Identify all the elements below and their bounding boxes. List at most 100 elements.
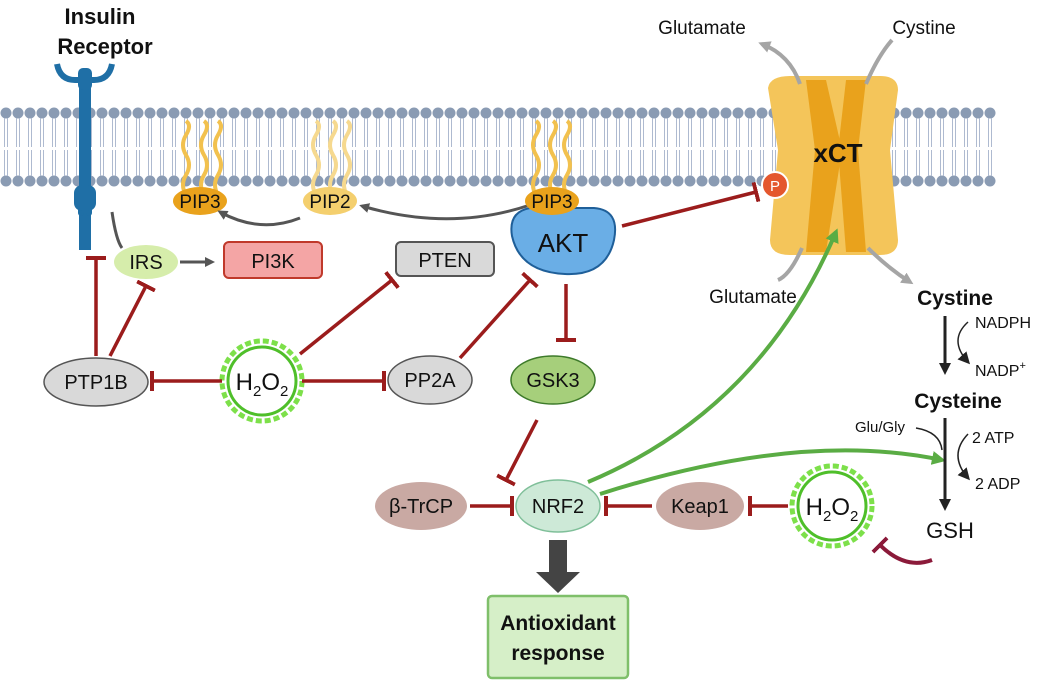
nrf2-activates-xct (587, 228, 839, 484)
lipid-head (396, 175, 408, 187)
glu-gly-label: Glu/Gly (855, 419, 906, 436)
lipid-head (192, 107, 204, 119)
lipid-head (264, 107, 276, 119)
lipid-head (168, 107, 180, 119)
lipid-head (420, 175, 432, 187)
lipid-head (132, 175, 144, 187)
lipid-head (216, 107, 228, 119)
lipid-head (588, 175, 600, 187)
lipid-head (492, 175, 504, 187)
lipid-head (504, 107, 516, 119)
lipid-head (936, 107, 948, 119)
keap1-label: Keap1 (671, 496, 729, 518)
lipid-head (696, 107, 708, 119)
lipid-head (480, 107, 492, 119)
lipid-head (984, 107, 996, 119)
cysteine-label: Cysteine (914, 390, 1002, 413)
xct-transport-arrows (758, 38, 914, 285)
inhibition-edges (86, 181, 788, 516)
lipid-head (144, 107, 156, 119)
h2o2-right-sub1: 2 (823, 508, 831, 525)
lipid-head (120, 175, 132, 187)
lipid-head (216, 175, 228, 187)
nadp-text: NADP (975, 363, 1019, 380)
lipid-head (180, 107, 192, 119)
btrcp-node: β-TrCP (375, 482, 467, 530)
gsk3-inhibits-nrf2 (496, 419, 539, 487)
lipid-head (756, 107, 768, 119)
pi3k-label: PI3K (251, 251, 295, 273)
cystine-out-label: Cystine (892, 18, 955, 39)
akt-node: AKT (510, 207, 616, 276)
pp2a-inhibits-akt (458, 271, 539, 360)
lipid-head (516, 107, 528, 119)
h2o2-left-sub2: 2 (280, 383, 288, 400)
pip-lipid-tails (181, 119, 572, 197)
gsk3-node: GSK3 (510, 355, 596, 405)
pip-conversion-arrows (110, 203, 531, 267)
lipid-head (12, 107, 24, 119)
lipid-head (744, 107, 756, 119)
ptp1b-inhibits-irs (108, 279, 156, 357)
btrcp-label: β-TrCP (389, 496, 453, 518)
lipid-head (564, 107, 576, 119)
insulin-receptor (54, 63, 115, 250)
lipid-head (432, 175, 444, 187)
lipid-head (324, 107, 336, 119)
lipid-head (672, 107, 684, 119)
antioxidant-response-box: Antioxidant response (486, 594, 630, 680)
nadp-label: NADP+ (975, 360, 1026, 380)
h2o2-left-node: H2O2 (219, 338, 305, 424)
lipid-head (456, 175, 468, 187)
lipid-head (636, 107, 648, 119)
lipid-head (444, 107, 456, 119)
lipid-head (660, 175, 672, 187)
lipid-head (384, 107, 396, 119)
lipid-head (288, 107, 300, 119)
lipid-head (960, 107, 972, 119)
h2o2-left-h: H (236, 369, 253, 396)
insulin-receptor-label-line1: Insulin (65, 4, 136, 29)
lipid-head (708, 175, 720, 187)
h2o2-inhibits-pten (298, 270, 400, 356)
nrf2-to-antioxidant-arrow (536, 540, 580, 593)
lipid-head (732, 175, 744, 187)
lipid-head (348, 107, 360, 119)
lipid-head (720, 175, 732, 187)
lipid-head (372, 107, 384, 119)
pip3-left-node: PIP3 (173, 187, 227, 215)
lipid-head (528, 107, 540, 119)
lipid-head (504, 175, 516, 187)
lipid-head (552, 175, 564, 187)
lipid-head (228, 107, 240, 119)
pip3-right-label: PIP3 (531, 192, 572, 213)
lipid-head (168, 175, 180, 187)
ptp1b-node: PTP1B (43, 357, 149, 407)
lipid-head (144, 175, 156, 187)
lipid-head (252, 175, 264, 187)
lipid-head (516, 175, 528, 187)
lipid-head (432, 107, 444, 119)
lipid-head (264, 175, 276, 187)
svg-text:H2O2: H2O2 (806, 494, 859, 525)
lipid-head (684, 107, 696, 119)
lipid-head (276, 107, 288, 119)
gsh-label: GSH (926, 518, 974, 543)
lipid-head (204, 107, 216, 119)
lipid-head (612, 107, 624, 119)
keap1-node: Keap1 (656, 482, 744, 530)
lipid-head (660, 107, 672, 119)
lipid-head (624, 107, 636, 119)
lipid-head (948, 107, 960, 119)
lipid-head (408, 175, 420, 187)
atp-curve (957, 433, 970, 481)
lipid-head (900, 107, 912, 119)
adp-label: 2 ADP (975, 476, 1020, 493)
lipid-head (600, 107, 612, 119)
h2o2-left-sub1: 2 (253, 383, 261, 400)
lipid-head (924, 175, 936, 187)
nrf2-activates-gsh-synthesis (599, 448, 946, 496)
glu-gly-curve (915, 427, 943, 451)
nrf2-label: NRF2 (532, 496, 584, 518)
lipid-head (36, 107, 48, 119)
